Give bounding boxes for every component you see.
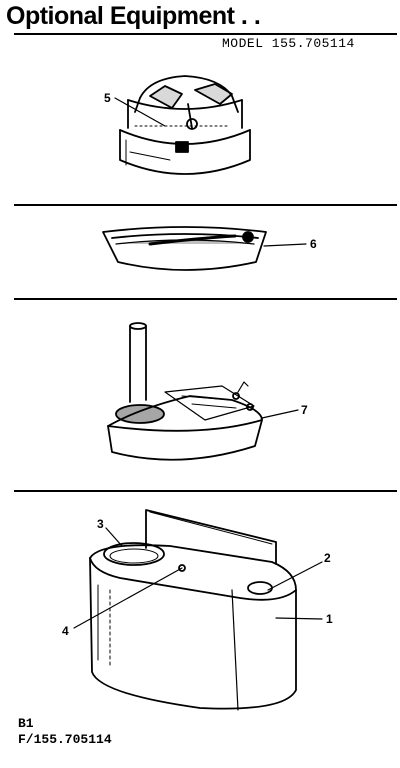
divider-2 — [14, 298, 397, 300]
callout-4: 4 — [62, 624, 69, 638]
part-7-base-with-stem — [107, 322, 263, 461]
callout-2: 2 — [324, 551, 331, 565]
leader-line-1 — [275, 617, 323, 620]
callout-5: 5 — [104, 91, 111, 105]
part-5-top-assembly — [119, 75, 251, 175]
leader-line-3 — [105, 527, 123, 547]
model-number: MODEL 155.705114 — [222, 36, 355, 51]
footer-code-line-2: F/155.705114 — [18, 732, 112, 747]
callout-6: 6 — [310, 237, 317, 251]
callout-7: 7 — [301, 403, 308, 417]
leader-line-2 — [267, 561, 323, 591]
callout-3: 3 — [97, 517, 104, 531]
leader-line-4 — [73, 567, 183, 629]
divider-1 — [14, 204, 397, 206]
part-1-reservoir — [89, 509, 297, 711]
callout-1: 1 — [326, 612, 333, 626]
leader-line-6 — [263, 243, 307, 247]
part-6-tray — [102, 226, 267, 271]
header-rule — [14, 33, 397, 35]
leader-line-7 — [261, 409, 299, 419]
footer-code-line-1: B1 — [18, 716, 34, 731]
leader-line-5 — [114, 97, 166, 127]
divider-3 — [14, 490, 397, 492]
page-title: Optional Equipment . . — [6, 2, 261, 30]
